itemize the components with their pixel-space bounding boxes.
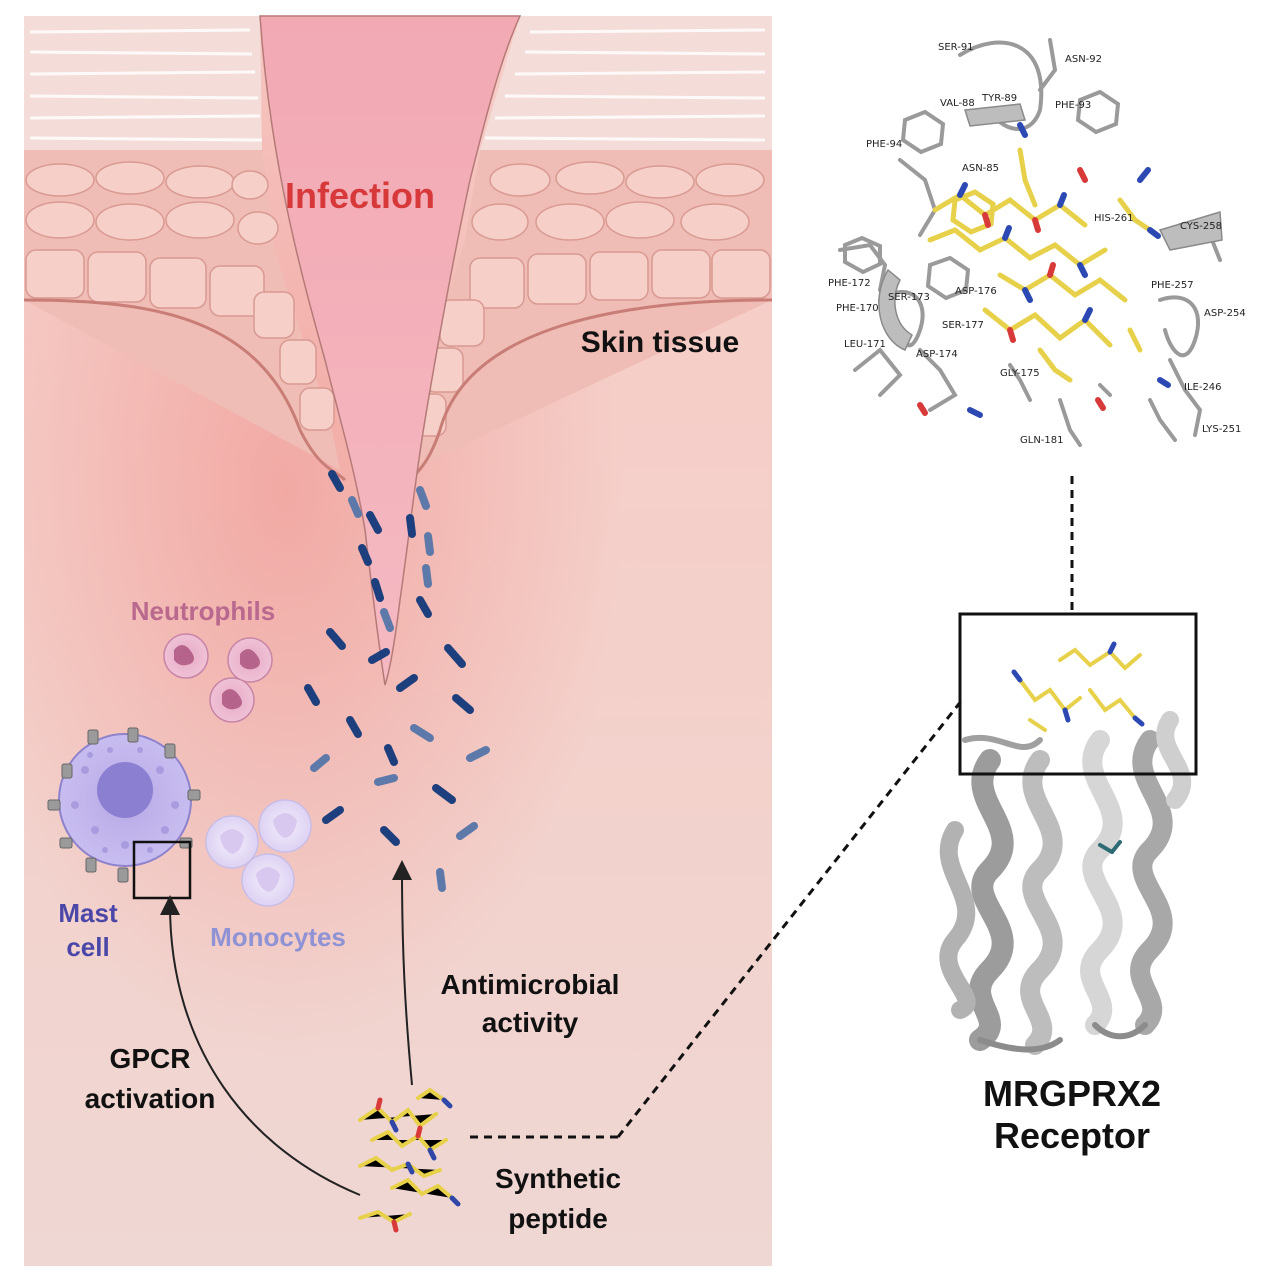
bacterium xyxy=(416,486,430,510)
mast-cell-nucleus xyxy=(97,762,153,818)
bacterium xyxy=(436,868,446,892)
dashed-connectors xyxy=(470,476,1074,1139)
residue-label: ASP-176 xyxy=(955,286,997,297)
epidermis-layer xyxy=(23,150,773,482)
residue-label: PHE-172 xyxy=(828,278,871,289)
gpcr-label-line2: activation xyxy=(85,1083,216,1114)
monocyte-group xyxy=(205,799,312,907)
bacterium xyxy=(371,578,384,602)
residue-label: SER-91 xyxy=(938,42,974,53)
antimicrobial-activity-arrow xyxy=(392,860,413,1086)
bacterium xyxy=(304,684,320,706)
bacterium xyxy=(374,774,398,786)
residue-label: CYS-258 xyxy=(1180,221,1222,232)
residue-label: PHE-170 xyxy=(836,303,879,314)
residue-label: SER-177 xyxy=(942,320,984,331)
neutrophil-cell xyxy=(163,633,209,679)
mast-cell-label-line1: Mast xyxy=(58,898,118,928)
bacterium xyxy=(366,511,382,534)
skin-panel: Infection Skin tissue Neutrophils Mast c… xyxy=(23,15,773,1266)
bacterium xyxy=(322,806,344,824)
residue-label: GLN-181 xyxy=(1020,435,1064,446)
residue-label: ASP-174 xyxy=(916,349,958,360)
infection-label: Infection xyxy=(285,175,435,216)
mast-cell xyxy=(47,727,201,900)
residue-label: PHE-257 xyxy=(1151,280,1194,291)
gpcr-label-line1: GPCR xyxy=(110,1043,191,1074)
residue-label: ASP-254 xyxy=(1204,308,1246,319)
residue-label: ASN-92 xyxy=(1065,54,1102,65)
bacterium xyxy=(380,826,400,846)
bacterium xyxy=(432,784,456,804)
peptide-label-line1: Synthetic xyxy=(495,1163,621,1194)
bacterium xyxy=(358,544,372,566)
neutrophil-cell xyxy=(209,677,255,723)
residue-label: LEU-171 xyxy=(844,339,886,350)
monocyte-cell xyxy=(258,799,312,853)
gpcr-activation-arrow xyxy=(160,895,361,1196)
monocyte-cell xyxy=(205,815,259,869)
binding-site-zoom-box xyxy=(958,612,1198,776)
residue-label: ASN-85 xyxy=(962,163,999,174)
residue-label: GLY-175 xyxy=(1000,368,1040,379)
neutrophil-group xyxy=(163,633,273,723)
surface-receptors xyxy=(47,727,201,883)
bacterium xyxy=(410,724,434,742)
peptide-to-receptor-diagonal xyxy=(616,699,964,1138)
bacterium xyxy=(368,648,390,664)
stratum-corneum xyxy=(24,16,772,150)
binding-pocket-detail: SER-91 ASN-92 VAL-88 TYR-89 PHE-93 PHE-9… xyxy=(828,38,1246,447)
bacterium xyxy=(328,470,344,492)
mrgprx2-structure xyxy=(939,612,1198,1055)
residue-label: TYR-89 xyxy=(981,93,1017,104)
bacterium xyxy=(396,674,418,692)
bacterium xyxy=(384,744,398,766)
bacterium xyxy=(380,608,394,632)
neutrophil-cell xyxy=(227,637,273,683)
bacterium xyxy=(310,754,330,772)
residue-label: HIS-261 xyxy=(1094,213,1134,224)
residue-label: VAL-88 xyxy=(940,98,975,109)
mast-cell-label-line2: cell xyxy=(66,932,109,962)
residue-label: SER-173 xyxy=(888,292,930,303)
bacterium xyxy=(348,496,362,518)
bacteria-cluster xyxy=(304,470,490,892)
bacterium xyxy=(326,628,346,650)
residue-label: ILE-246 xyxy=(1184,382,1222,393)
wound-channel xyxy=(259,15,522,686)
bacterium xyxy=(424,532,434,556)
skin-tissue-label: Skin tissue xyxy=(581,326,739,359)
monocytes-label: Monocytes xyxy=(210,922,346,952)
residue-label: LYS-251 xyxy=(1202,424,1241,435)
bacterium xyxy=(416,596,432,618)
antimicrobial-label-line1: Antimicrobial xyxy=(441,969,620,1000)
bacterium xyxy=(346,716,362,738)
neutrophils-label: Neutrophils xyxy=(131,596,275,626)
monocyte-cell xyxy=(241,853,295,907)
bacterium xyxy=(466,746,490,762)
bacterium xyxy=(406,514,416,538)
receptor-label-line2: Receptor xyxy=(994,1115,1150,1156)
antimicrobial-label-line2: activity xyxy=(482,1007,579,1038)
residue-label: PHE-94 xyxy=(866,139,902,150)
peptide-label-line2: peptide xyxy=(508,1203,608,1234)
bacterium xyxy=(452,694,474,714)
residue-label: PHE-93 xyxy=(1055,100,1091,111)
receptor-label-line1: MRGPRX2 xyxy=(983,1073,1161,1114)
bacterium xyxy=(422,564,432,588)
bacterium xyxy=(456,822,478,840)
bacterium xyxy=(444,644,466,668)
synthetic-peptide xyxy=(358,1087,461,1233)
